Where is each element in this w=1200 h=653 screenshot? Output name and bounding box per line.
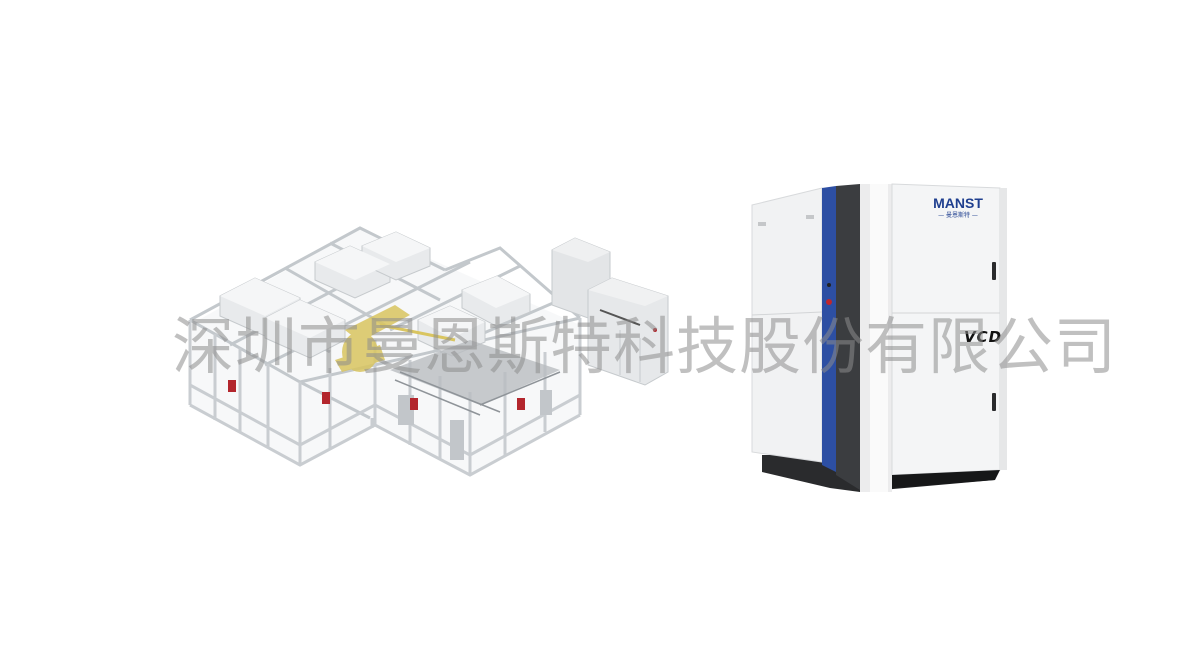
red-clamp-handles (228, 380, 525, 410)
logo-text: MANST (933, 195, 983, 211)
logo-subtext: — 曼恩斯特 — (938, 212, 978, 219)
vcd-cabinet (751, 183, 1007, 492)
coating-line-enclosure (188, 226, 669, 477)
manst-logo: MANST — 曼恩斯特 — (926, 195, 990, 219)
robot-arm (335, 305, 410, 372)
model-label: VCD (964, 328, 1003, 346)
control-cabinet (551, 237, 669, 386)
